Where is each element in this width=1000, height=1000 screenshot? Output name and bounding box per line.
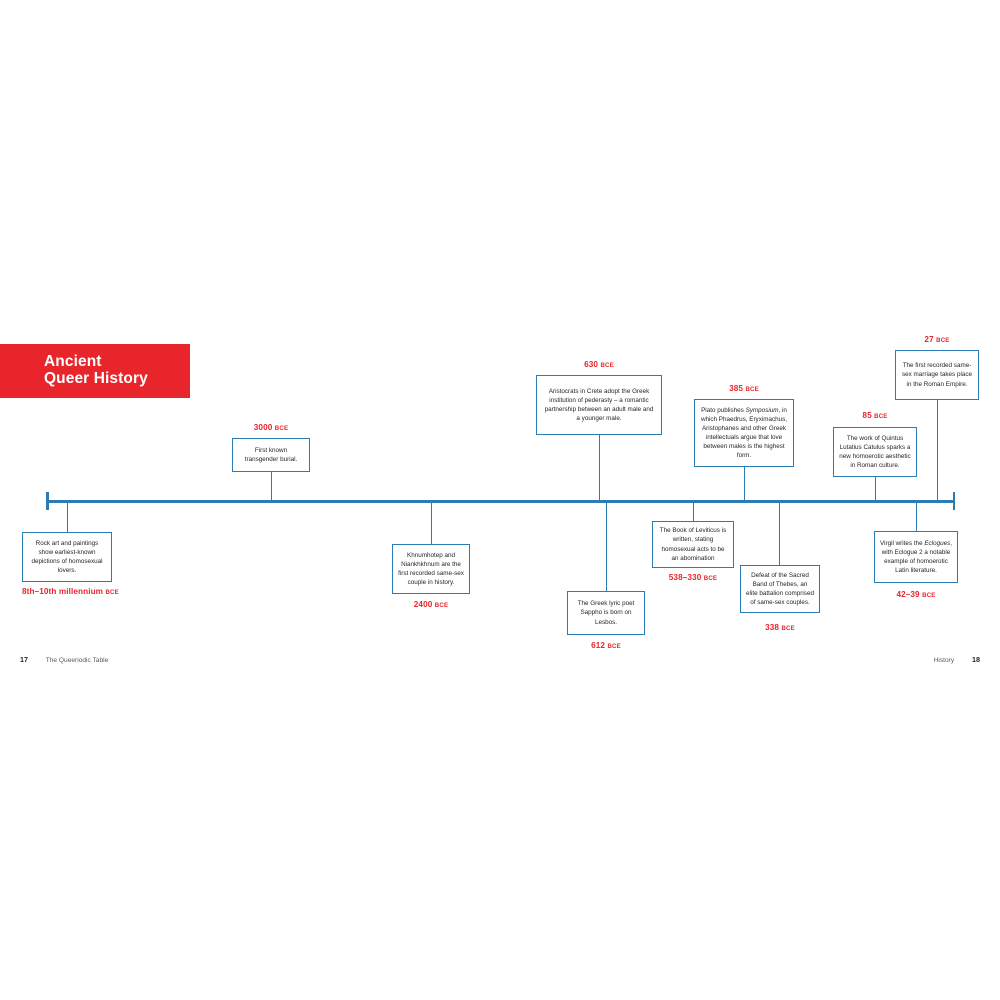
event-text-italic-symposium: Symposium: [745, 406, 779, 414]
connector-rock-art: [67, 500, 69, 532]
event-box-quintus-lutatius-catulus[interactable]: The work of Quintus Lutatius Catulus spa…: [833, 427, 917, 477]
timeline-axis-cap-left: [46, 492, 49, 510]
event-date-value-book-of-leviticus: 538–330: [668, 573, 702, 582]
footer-right: History 18: [934, 655, 980, 664]
chapter-label-footer: History: [933, 657, 955, 664]
event-text-italic-eclogues: Eclogues: [924, 539, 951, 547]
event-date-era-roman-same-sex-marriage: BCE: [936, 337, 950, 344]
event-date-crete-pederasty: 630 BCE: [536, 360, 662, 369]
event-date-value-roman-same-sex-marriage: 27: [924, 335, 934, 344]
event-date-value-khnumhotep-niankhkhnum: 2400: [413, 600, 433, 609]
connector-roman-same-sex-marriage: [937, 400, 939, 501]
event-box-crete-pederasty[interactable]: Aristocrats in Crete adopt the Greek ins…: [536, 375, 662, 435]
event-date-sacred-band-thebes: 338 BCE: [740, 623, 820, 632]
event-text-khnumhotep-niankhkhnum: Khnumhotep and Niankhkhnum are the first…: [398, 551, 464, 587]
timeline-axis: [46, 500, 955, 503]
connector-khnumhotep-niankhkhnum: [431, 500, 433, 544]
section-banner: Ancient Queer History: [0, 344, 190, 398]
event-date-khnumhotep-niankhkhnum: 2400 BCE: [392, 600, 470, 609]
event-date-rock-art: 8th–10th millennium BCE: [22, 587, 119, 596]
connector-quintus-lutatius-catulus: [875, 476, 877, 501]
event-box-transgender-burial[interactable]: First known transgender burial.: [232, 438, 310, 472]
event-date-value-sacred-band-thebes: 338: [765, 623, 780, 632]
connector-sacred-band-thebes: [779, 500, 781, 565]
event-text-rock-art: Rock art and paintings show earliest-kno…: [31, 539, 103, 575]
event-box-khnumhotep-niankhkhnum[interactable]: Khnumhotep and Niankhkhnum are the first…: [392, 544, 470, 594]
connector-book-of-leviticus: [693, 500, 695, 521]
event-text-sacred-band-thebes: Defeat of the Sacred Band of Thebes, an …: [746, 571, 814, 607]
event-text-transgender-burial: First known transgender burial.: [244, 446, 298, 463]
event-text-crete-pederasty: Aristocrats in Crete adopt the Greek ins…: [544, 387, 654, 423]
event-date-era-virgil-eclogues: BCE: [922, 592, 936, 599]
timeline-axis-cap-right: [952, 492, 955, 510]
event-date-plato-symposium: 385 BCE: [694, 384, 794, 393]
event-date-era-sappho-born: BCE: [607, 643, 621, 650]
event-box-plato-symposium[interactable]: Plato publishes Symposium, in which Phae…: [694, 399, 794, 467]
event-date-era-khnumhotep-niankhkhnum: BCE: [434, 602, 449, 609]
event-text-quintus-lutatius-catulus: The work of Quintus Lutatius Catulus spa…: [839, 434, 911, 470]
book-title-footer: The Queeriodic Table: [45, 657, 109, 664]
event-date-sappho-born: 612 BCE: [567, 641, 645, 650]
page-title: Ancient Queer History: [44, 353, 148, 387]
event-date-era-plato-symposium: BCE: [745, 386, 759, 393]
event-date-era-rock-art: BCE: [105, 589, 119, 596]
event-box-roman-same-sex-marriage[interactable]: The first recorded same-sex marriage tak…: [895, 350, 979, 400]
event-date-value-quintus-lutatius-catulus: 85: [862, 411, 872, 420]
page-number-right: 18: [972, 655, 980, 664]
event-date-quintus-lutatius-catulus: 85 BCE: [833, 411, 917, 420]
event-date-value-virgil-eclogues: 42–39: [896, 590, 920, 599]
connector-sappho-born: [606, 500, 608, 591]
event-box-sappho-born[interactable]: The Greek lyric poet Sappho is born on L…: [567, 591, 645, 635]
event-date-era-quintus-lutatius-catulus: BCE: [874, 413, 888, 420]
event-text-plato-symposium: Plato publishes Symposium, in which Phae…: [700, 406, 788, 460]
event-box-rock-art[interactable]: Rock art and paintings show earliest-kno…: [22, 532, 112, 582]
event-text-virgil-eclogues: Virgil writes the Eclogues, with Eclogue…: [880, 539, 952, 575]
event-date-era-crete-pederasty: BCE: [600, 362, 614, 369]
event-date-era-sacred-band-thebes: BCE: [781, 625, 795, 632]
connector-virgil-eclogues: [916, 500, 918, 531]
event-date-roman-same-sex-marriage: 27 BCE: [895, 335, 979, 344]
event-date-value-crete-pederasty: 630: [584, 360, 599, 369]
footer-left: 17 The Queeriodic Table: [20, 655, 108, 664]
event-date-era-book-of-leviticus: BCE: [703, 575, 718, 582]
event-text-book-of-leviticus: The Book of Leviticus is written, statin…: [659, 527, 727, 562]
event-date-era-transgender-burial: BCE: [274, 425, 289, 432]
event-box-virgil-eclogues[interactable]: Virgil writes the Eclogues, with Eclogue…: [874, 531, 958, 583]
event-box-book-of-leviticus[interactable]: The Book of Leviticus is written, statin…: [652, 521, 734, 568]
connector-crete-pederasty: [599, 435, 601, 501]
connector-plato-symposium: [744, 467, 746, 501]
event-text-roman-same-sex-marriage: The first recorded same-sex marriage tak…: [902, 362, 972, 388]
event-date-value-plato-symposium: 385: [729, 384, 744, 393]
event-date-virgil-eclogues: 42–39 BCE: [874, 590, 958, 599]
event-text-sappho-born: The Greek lyric poet Sappho is born on L…: [577, 600, 635, 626]
event-box-sacred-band-thebes[interactable]: Defeat of the Sacred Band of Thebes, an …: [740, 565, 820, 613]
event-date-book-of-leviticus: 538–330 BCE: [648, 573, 738, 582]
page-number-left: 17: [20, 655, 28, 664]
event-date-value-transgender-burial: 3000: [253, 423, 273, 432]
event-date-value-rock-art: 8th–10th millennium: [22, 587, 104, 596]
event-date-transgender-burial: 3000 BCE: [232, 423, 310, 432]
event-date-value-sappho-born: 612: [591, 641, 606, 650]
connector-transgender-burial: [271, 471, 273, 501]
